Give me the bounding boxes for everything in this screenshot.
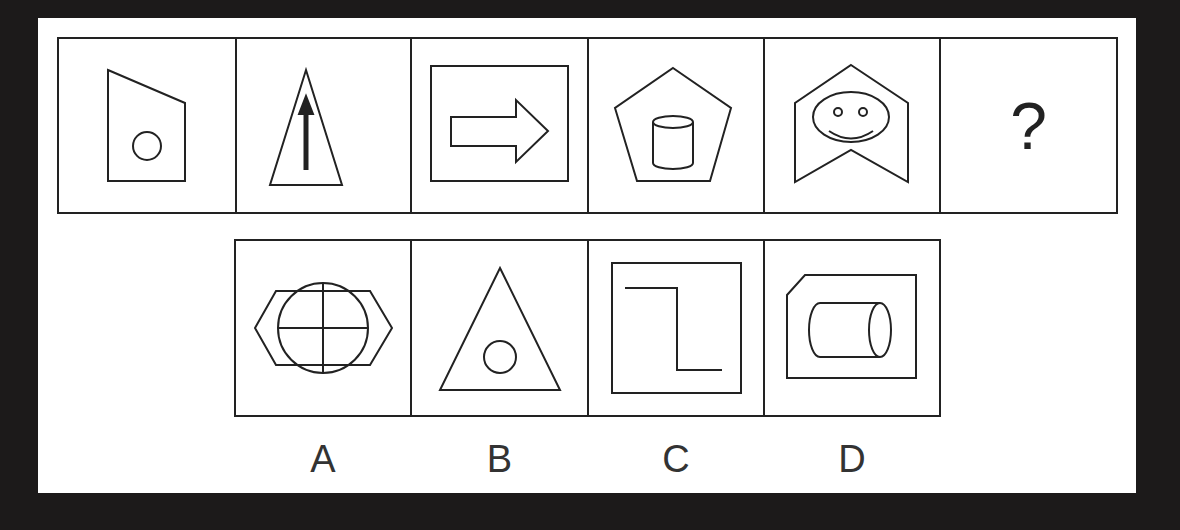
cell-divider (763, 240, 765, 416)
option-cell: B (412, 241, 587, 415)
option-cell: D (765, 241, 939, 415)
white-panel (38, 18, 1136, 493)
option-letter: A (236, 440, 410, 478)
option-letter: C (589, 440, 763, 478)
figure-3 (431, 66, 568, 181)
cell-divider (763, 38, 765, 213)
figure-2 (270, 70, 342, 185)
option-letter: D (765, 440, 939, 478)
option-a-figure (255, 283, 392, 373)
option-cell: C (589, 241, 763, 415)
figure-1 (108, 70, 185, 181)
figure-4 (615, 68, 731, 181)
top-row-frame (58, 38, 1117, 213)
question-cell: ? (941, 39, 1116, 212)
cell-divider (939, 38, 941, 213)
option-b-figure (440, 268, 560, 390)
figure-5 (795, 65, 908, 182)
cell-divider (410, 38, 412, 213)
option-cell: A (236, 241, 410, 415)
option-d-figure (787, 275, 916, 378)
cell-divider (587, 38, 589, 213)
cell-divider (410, 240, 412, 416)
question-mark: ? (1010, 93, 1047, 159)
cell-divider (235, 38, 237, 213)
option-c-figure (612, 263, 741, 393)
option-row-frame (235, 240, 940, 416)
cell-divider (587, 240, 589, 416)
option-letter: B (412, 440, 587, 478)
